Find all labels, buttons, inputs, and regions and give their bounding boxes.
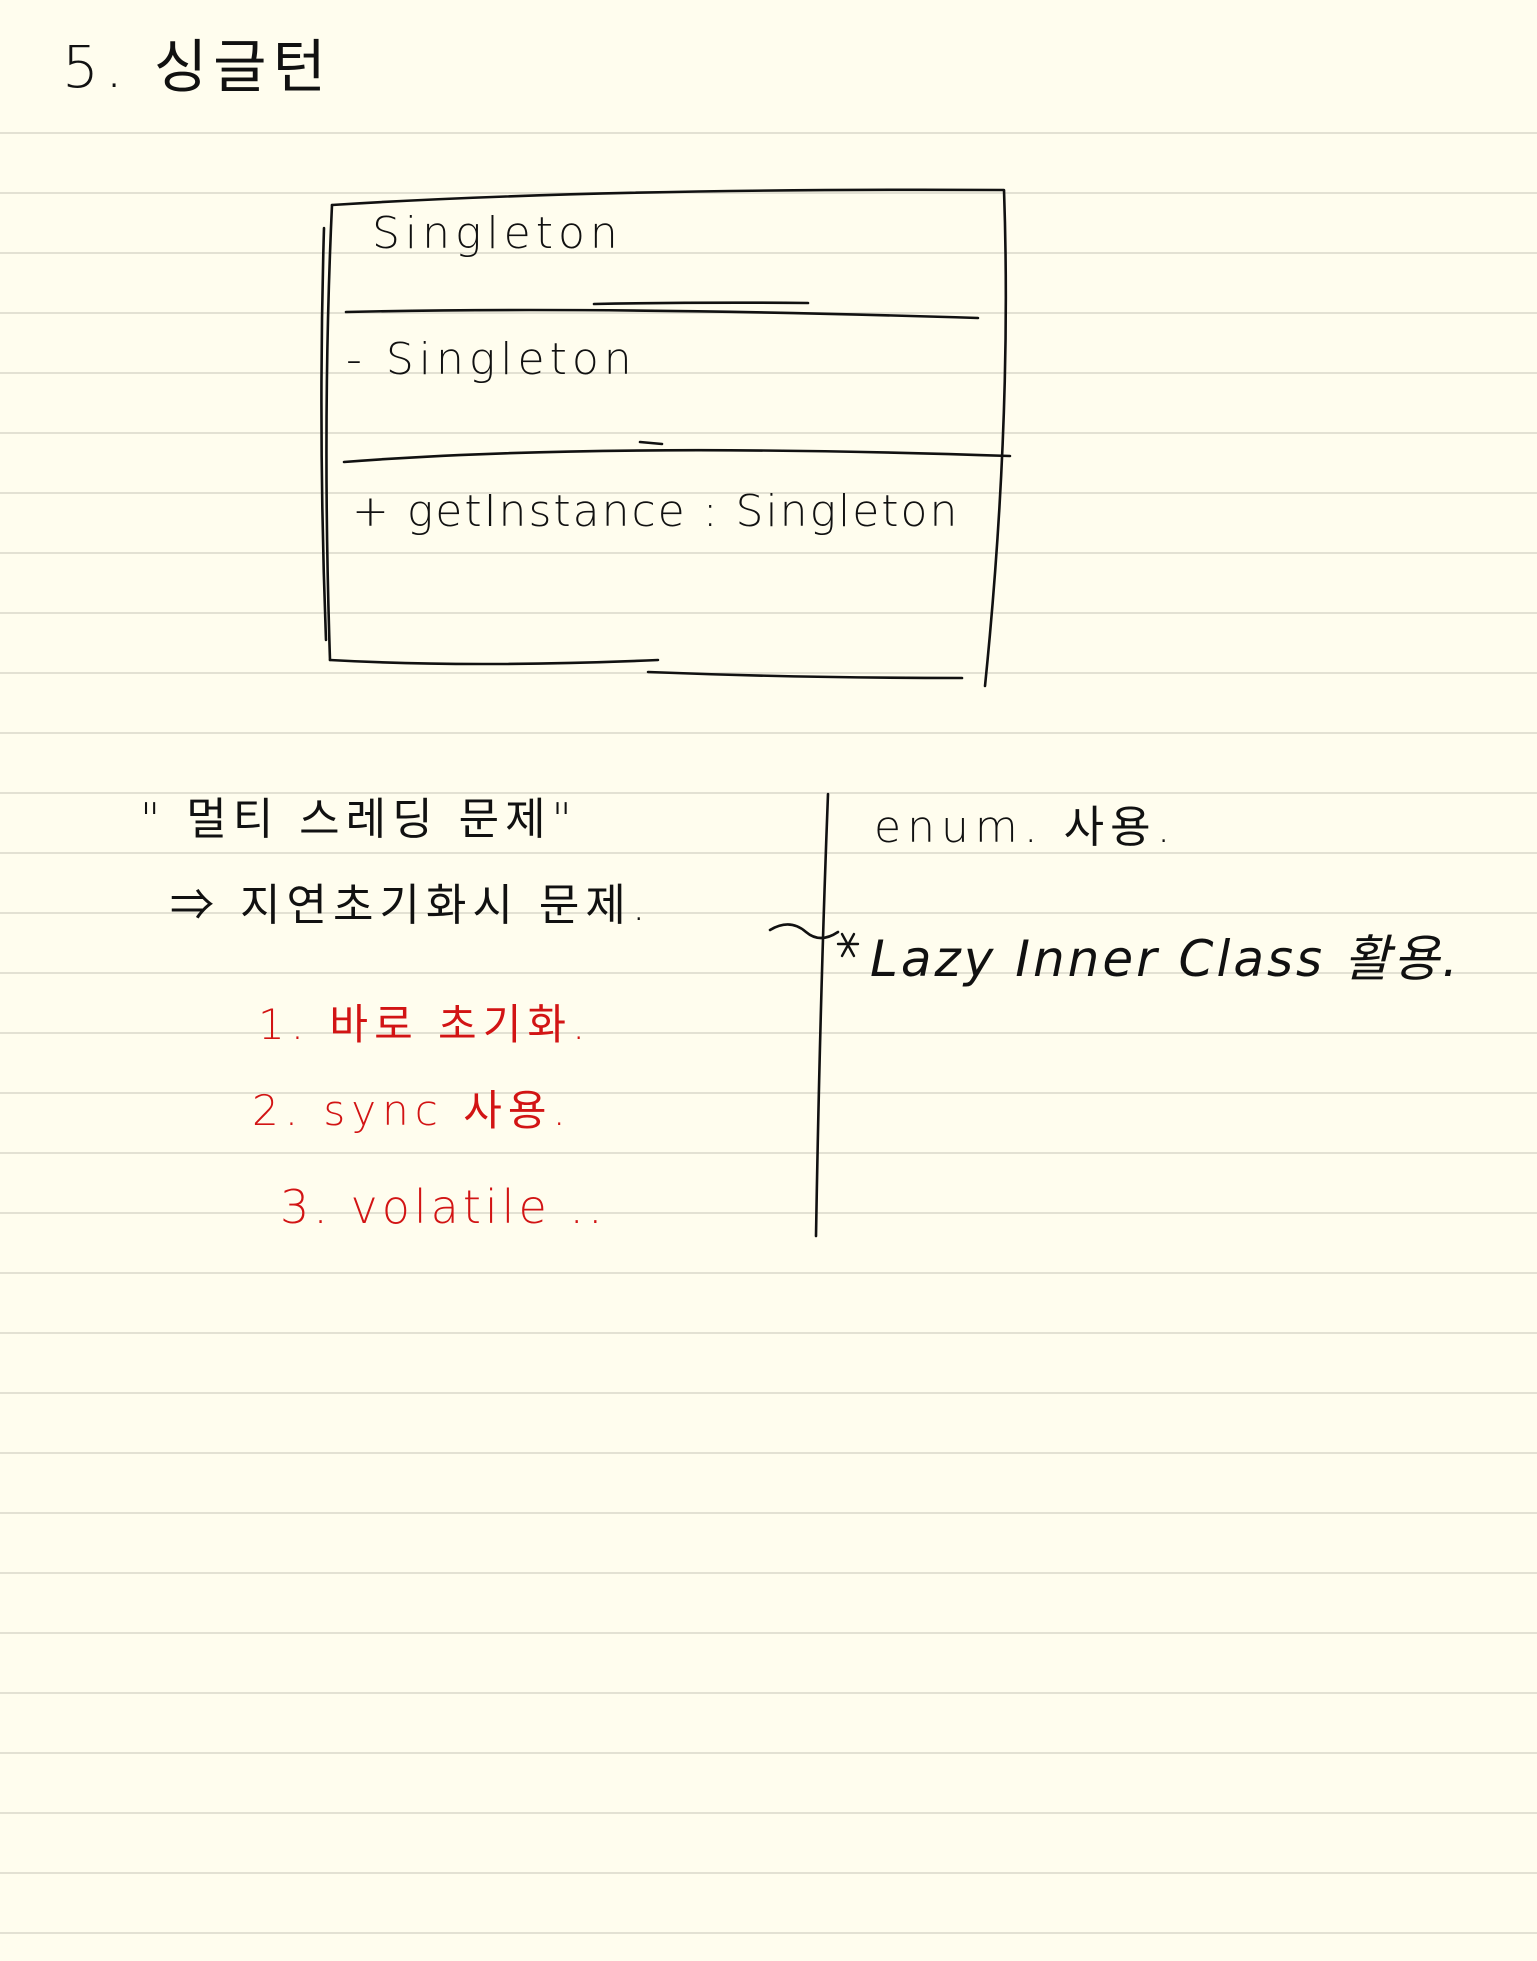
uml-box-left-edge [325, 203, 334, 662]
fix-item-2: 2. sync 사용. [252, 1086, 572, 1135]
vertical-divider [814, 792, 830, 1238]
issue-heading: " 멀티 스레딩 문제" [140, 794, 578, 845]
alternative-lazy-inner-class: Lazy Inner Class 활용. [870, 930, 1461, 988]
uml-operation: + getInstance : Singleton [352, 486, 960, 537]
problem-line: ⇒ 지연초기화시 문제. [170, 880, 652, 931]
page-title: 5. 싱글턴 [62, 33, 332, 101]
fix-item-3: 3. volatile .. [280, 1180, 607, 1234]
uml-divider-attributes [342, 448, 1012, 464]
alternative-enum: enum. 사용. [874, 802, 1177, 853]
arrow-line [768, 923, 840, 940]
uml-box-top-right-edge [330, 188, 1008, 688]
uml-attribute: - Singleton [346, 334, 637, 385]
uml-class-name: Singleton [372, 208, 623, 259]
fix-item-1: 1. 바로 초기화. [258, 1000, 592, 1049]
uml-divider-name [344, 308, 980, 320]
